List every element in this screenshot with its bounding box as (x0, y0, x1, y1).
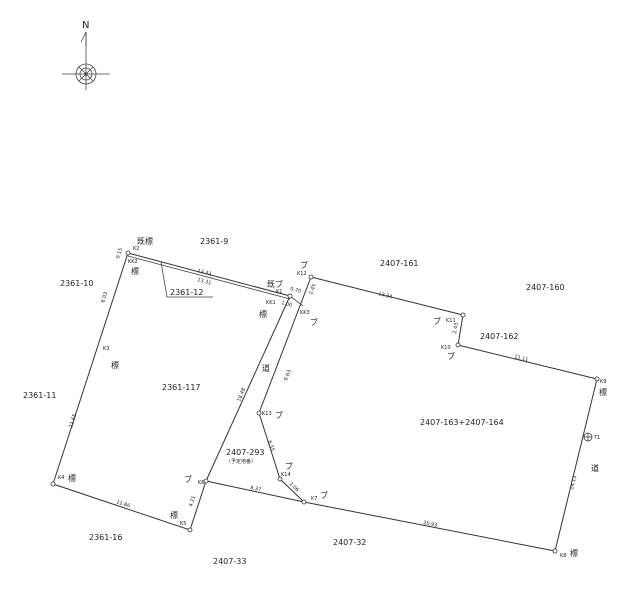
point-label-kk2: KK2 (128, 259, 138, 265)
dimension-k11-k12: 13.34 (378, 291, 393, 300)
mark-bu-k13: ブ (275, 410, 283, 420)
mark-bu-kk3: ブ (310, 317, 318, 327)
mark-bu-k12: ブ (300, 260, 308, 270)
dimension-k6-k7: 8.37 (250, 485, 262, 493)
parcel-2361-117: 2361-117 (162, 383, 201, 392)
mark-kui-k9: 標 (599, 387, 607, 397)
boundary-lines (52, 252, 598, 552)
compass-icon (62, 31, 110, 90)
road-label-right: 道 (591, 463, 599, 473)
parcel-2407-32: 2407-32 (333, 538, 366, 547)
mark-kui-k3: 標 (111, 360, 119, 370)
dimension-top-b: 13.31 (196, 277, 211, 287)
parcel-2361-10: 2361-10 (60, 279, 93, 288)
point-label-t1: T1 (593, 435, 600, 441)
dimension-k14-k13: 6.55 (266, 440, 275, 452)
mark-kisetsu-kui-k2: 既標 (137, 236, 153, 246)
dimension-k3-k4: 11.65 (68, 413, 78, 428)
point-label-k10: K10 (441, 345, 451, 351)
parcel-2407-163-164: 2407-163+2407-164 (420, 418, 504, 427)
parcel-2407-293-note: （予定地番） (226, 458, 256, 465)
dimension-top-a: 13.33 (196, 268, 211, 278)
dimension-k13-road: 9.63 (283, 369, 292, 382)
parcel-2407-33: 2407-33 (213, 557, 246, 566)
dimension-k1-small-a: 0.70 (289, 286, 301, 295)
dimension-k10-k11: 2.43 (452, 322, 460, 334)
parcel-2361-16: 2361-16 (89, 533, 122, 542)
mark-kui-kk1: 標 (259, 309, 267, 319)
mark-kui-k8: 標 (570, 548, 578, 558)
dimension-k2-k3: 6.03 (100, 291, 109, 303)
mark-bu-k6: ブ (184, 474, 192, 484)
point-label-k5: K5 (180, 521, 186, 527)
parcel-2407-160: 2407-160 (526, 283, 565, 292)
north-label: N (82, 20, 89, 31)
mark-kui-k5: 標 (170, 510, 178, 520)
parcel-2361-11: 2361-11 (23, 391, 56, 400)
point-label-k2: K2 (133, 246, 139, 252)
point-label-k7: K7 (311, 496, 317, 502)
parcel-2407-293: 2407-293 (226, 448, 265, 457)
dimension-k6-road: 18.48 (236, 387, 247, 403)
point-label-k6: K6 (198, 480, 204, 486)
point-label-k8: K8 (560, 553, 566, 559)
mark-bu-k14: ブ (285, 461, 293, 471)
parcel-2407-161: 2407-161 (380, 259, 419, 268)
dimension-k5-k6: 4.21 (188, 495, 197, 507)
mark-bu-k10: ブ (447, 351, 455, 361)
mark-kui-k4: 標 (68, 473, 76, 483)
parcel-2407-162: 2407-162 (480, 332, 519, 341)
dimension-k4-k5: 11.86 (115, 499, 130, 509)
point-label-kk3: KK3 (300, 310, 310, 316)
point-label-k13: K13 (262, 411, 272, 417)
point-label-kk1: KK1 (266, 300, 276, 306)
point-label-k12: K12 (297, 271, 307, 277)
dimension-k1-small-b: 1.00 (280, 300, 292, 309)
dimension-k8-k9: 14.13 (569, 475, 578, 490)
point-label-k14: K14 (281, 472, 291, 478)
point-label-k4: K4 (58, 475, 64, 481)
dimension-k2-small: 0.15 (115, 247, 124, 259)
mark-bu-k7: ブ (320, 490, 328, 500)
dimension-k12-k1: 2.45 (308, 283, 317, 296)
mark-kisetsu-bu-k1: 既ブ (267, 279, 283, 289)
benchmark-icon (583, 432, 593, 442)
dimension-k14-k7: 2.06 (288, 481, 300, 493)
point-label-k11: K11 (446, 318, 456, 324)
point-label-k1: K1 (276, 289, 282, 295)
parcel-2361-12: 2361-12 (170, 288, 203, 297)
parcel-2361-9: 2361-9 (200, 237, 228, 246)
point-label-k3: K3 (103, 346, 109, 352)
survey-point-markers (50, 250, 600, 554)
point-label-k9: K9 (600, 379, 606, 385)
dimension-k9-k10: 11.11 (514, 354, 529, 363)
mark-kui-kk2: 標 (131, 266, 139, 276)
mark-bu-k11: ブ (433, 316, 441, 326)
dimension-k7-k8: 20.93 (423, 520, 438, 529)
road-label-inner: 道 (262, 363, 270, 373)
